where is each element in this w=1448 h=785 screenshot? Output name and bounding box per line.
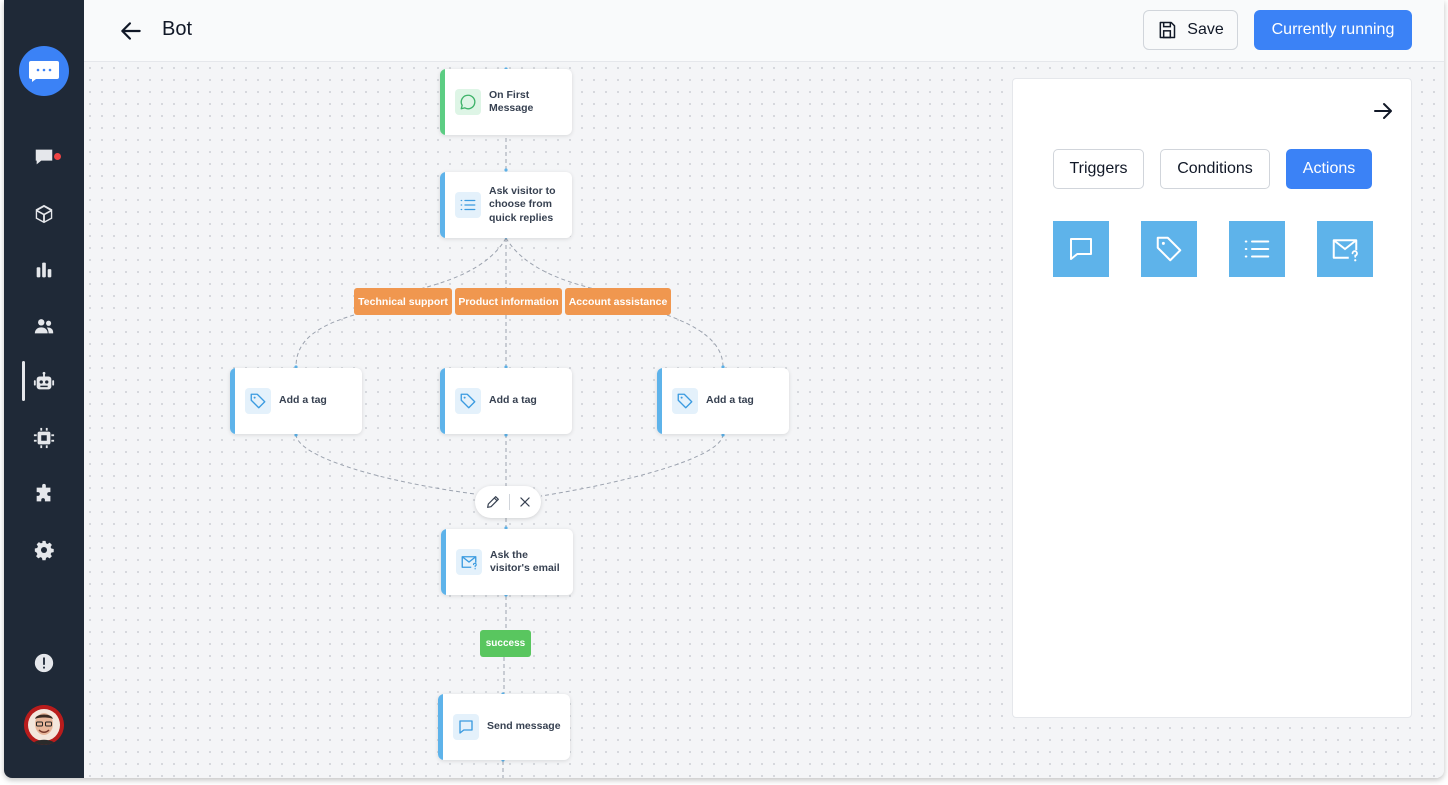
tab-actions[interactable]: Actions — [1286, 149, 1372, 189]
sidebar-item-contacts[interactable] — [24, 306, 64, 346]
flow-node-ask-email[interactable]: Ask the visitor's email — [441, 529, 573, 595]
sidebar-item-products[interactable] — [24, 194, 64, 234]
envelope-question-icon — [461, 556, 477, 570]
active-indicator — [22, 361, 25, 401]
pencil-icon[interactable] — [485, 494, 501, 510]
save-button-label: Save — [1187, 21, 1224, 38]
node-icon-wrapper — [455, 89, 481, 115]
sidebar-item-integrations[interactable] — [24, 418, 64, 458]
branch-tag[interactable]: Technical support — [354, 288, 452, 315]
tab-triggers[interactable]: Triggers — [1053, 149, 1144, 189]
user-avatar[interactable] — [24, 705, 64, 745]
flow-node-trigger[interactable]: On First Message — [440, 69, 572, 135]
top-bar: Bot Save Currently running — [84, 0, 1444, 62]
gear-icon — [34, 540, 54, 561]
node-label: Ask visitor to choose from quick replies — [489, 184, 556, 224]
actions-panel: Triggers Conditions Actions — [1012, 78, 1412, 718]
flow-node-tag-3[interactable]: Add a tag — [657, 368, 789, 434]
chat-bubble-icon — [1070, 238, 1092, 260]
avatar-portrait — [24, 705, 64, 745]
exclamation-circle-icon — [34, 653, 54, 673]
arrow-right-icon[interactable] — [1371, 99, 1395, 123]
sidebar-item-alerts[interactable] — [24, 643, 64, 683]
save-button[interactable]: Save — [1143, 10, 1238, 50]
tag-icon — [250, 393, 266, 409]
node-icon-wrapper — [453, 714, 479, 740]
chat-dots-icon — [29, 61, 59, 82]
cube-icon — [35, 204, 53, 224]
bar-chart-icon — [36, 262, 52, 278]
tab-conditions[interactable]: Conditions — [1160, 149, 1270, 189]
sidebar-item-settings[interactable] — [24, 530, 64, 570]
sidebar-item-apps[interactable] — [24, 474, 64, 514]
running-status-button[interactable]: Currently running — [1254, 10, 1412, 50]
tag-icon — [1156, 236, 1182, 262]
floppy-disk-icon — [1159, 21, 1176, 39]
tag-icon — [677, 393, 693, 409]
back-arrow-icon[interactable] — [118, 18, 144, 44]
sidebar-item-bots[interactable] — [24, 362, 64, 402]
unread-badge — [54, 153, 61, 160]
page-title: Bot — [162, 18, 193, 40]
node-icon-wrapper — [455, 192, 481, 218]
app-logo[interactable] — [19, 46, 69, 96]
action-send-message[interactable] — [1053, 221, 1109, 277]
flow-node-tag-2[interactable]: Add a tag — [440, 368, 572, 434]
sidebar — [4, 0, 84, 778]
action-quick-replies[interactable] — [1229, 221, 1285, 277]
sidebar-item-analytics[interactable] — [24, 250, 64, 290]
puzzle-icon — [36, 483, 51, 502]
flow-node-quick-replies[interactable]: Ask visitor to choose from quick replies — [440, 172, 572, 238]
node-icon-wrapper — [672, 388, 698, 414]
close-icon[interactable] — [518, 495, 532, 509]
node-label: Add a tag — [489, 394, 537, 407]
tag-icon — [460, 393, 476, 409]
envelope-question-icon — [1332, 239, 1358, 262]
flow-canvas[interactable]: On First Message Ask visitor to choose f… — [84, 62, 1444, 778]
node-icon-wrapper — [455, 388, 481, 414]
flow-node-tag-1[interactable]: Add a tag — [230, 368, 362, 434]
chat-round-icon — [460, 94, 476, 110]
node-icon-wrapper — [245, 388, 271, 414]
toolbar-divider — [508, 494, 510, 510]
branch-tag[interactable]: Account assistance — [565, 288, 671, 315]
users-icon — [34, 319, 54, 334]
sidebar-item-conversations[interactable] — [24, 137, 64, 177]
action-add-tag[interactable] — [1141, 221, 1197, 277]
branch-tag[interactable]: Product information — [455, 288, 562, 315]
chat-bubble-icon — [35, 149, 53, 165]
flow-node-send-message[interactable]: Send message — [438, 694, 570, 760]
app-window: Bot Save Currently running — [4, 0, 1444, 778]
success-tag[interactable]: success — [480, 630, 531, 657]
node-label: Ask the visitor's email — [490, 548, 560, 575]
node-icon-wrapper — [456, 549, 482, 575]
node-label: Add a tag — [279, 394, 327, 407]
robot-icon — [33, 371, 55, 390]
node-label: On First Message — [489, 88, 534, 115]
chat-bubble-icon — [459, 720, 473, 734]
list-icon — [460, 199, 476, 211]
node-label: Send message — [487, 720, 561, 733]
list-icon — [1244, 240, 1270, 258]
cpu-chip-icon — [33, 427, 55, 449]
edge-toolbar — [475, 486, 541, 518]
node-label: Add a tag — [706, 394, 754, 407]
action-ask-email[interactable] — [1317, 221, 1373, 277]
